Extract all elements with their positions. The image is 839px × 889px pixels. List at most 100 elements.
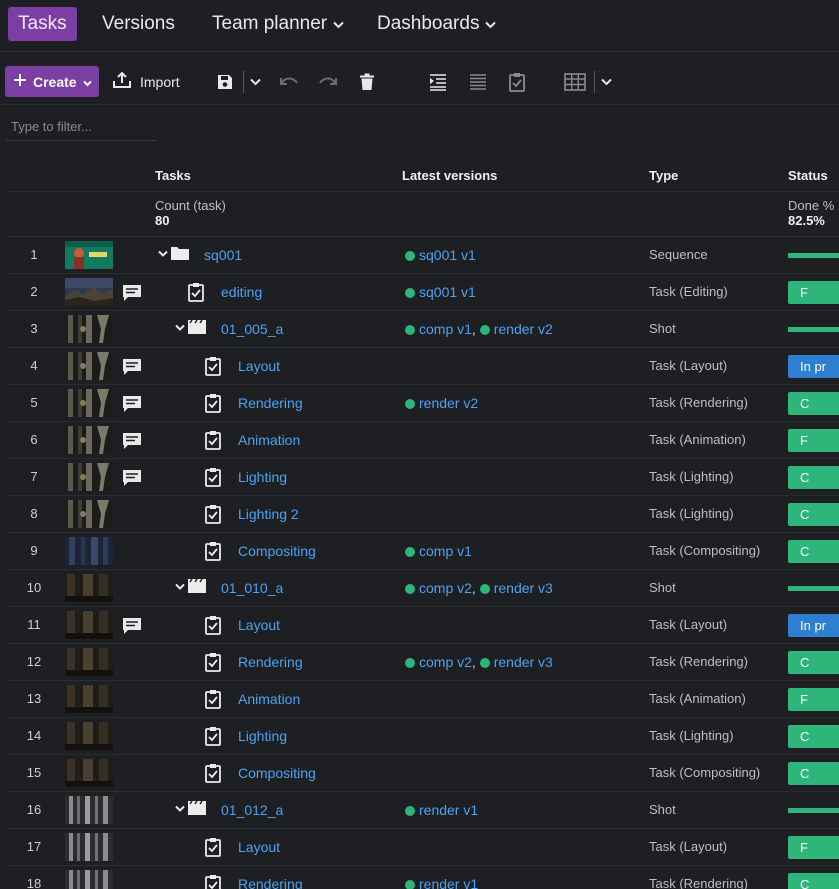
version-link[interactable]: comp v2 bbox=[419, 654, 472, 670]
status-badge[interactable]: In pr bbox=[788, 355, 839, 378]
trash-icon[interactable] bbox=[356, 71, 378, 93]
thumbnail-image[interactable] bbox=[65, 833, 113, 861]
entity-name-link[interactable]: Compositing bbox=[238, 543, 316, 559]
indent-icon[interactable] bbox=[427, 71, 449, 93]
entity-name-link[interactable]: 01_010_a bbox=[221, 580, 284, 596]
version-link[interactable]: render v3 bbox=[493, 580, 553, 596]
status-badge[interactable]: F bbox=[788, 429, 839, 452]
thumbnail-image[interactable] bbox=[65, 426, 113, 454]
entity-name-link[interactable]: Animation bbox=[238, 691, 301, 707]
thumbnail-image[interactable] bbox=[65, 500, 113, 528]
chevron-down-icon[interactable] bbox=[174, 580, 186, 592]
comment-icon[interactable] bbox=[122, 469, 142, 487]
filter-input[interactable] bbox=[6, 113, 156, 140]
status-badge[interactable]: C bbox=[788, 873, 839, 889]
version-link[interactable]: render v2 bbox=[493, 321, 553, 337]
thumbnail-image[interactable] bbox=[65, 574, 113, 602]
chevron-down-icon[interactable] bbox=[174, 802, 186, 814]
tab-dashboards[interactable]: Dashboards bbox=[367, 7, 506, 41]
comment-icon[interactable] bbox=[122, 617, 142, 635]
thumbnail-image[interactable] bbox=[65, 241, 113, 269]
entity-name-link[interactable]: Lighting bbox=[238, 469, 288, 485]
thumbnail-image[interactable] bbox=[65, 648, 113, 676]
entity-name-link[interactable]: Lighting 2 bbox=[238, 506, 299, 522]
tab-versions[interactable]: Versions bbox=[92, 7, 185, 41]
status-badge[interactable]: C bbox=[788, 392, 839, 415]
entity-name-link[interactable]: 01_005_a bbox=[221, 321, 284, 337]
create-button[interactable]: Create bbox=[5, 66, 99, 97]
grid-icon[interactable] bbox=[564, 71, 586, 93]
version-link[interactable]: render v1 bbox=[419, 802, 479, 818]
entity-name-link[interactable]: Layout bbox=[238, 358, 281, 374]
entity-name-link[interactable]: Compositing bbox=[238, 765, 316, 781]
comment-icon[interactable] bbox=[122, 395, 142, 413]
chevron-down-icon[interactable] bbox=[157, 247, 169, 259]
thumbnail-image[interactable] bbox=[65, 685, 113, 713]
entity-name-link[interactable]: Layout bbox=[238, 839, 281, 855]
thumbnail-image[interactable] bbox=[65, 278, 113, 306]
status-badge[interactable]: C bbox=[788, 762, 839, 785]
thumbnail-image[interactable] bbox=[65, 463, 113, 491]
column-header-versions[interactable]: Latest versions bbox=[402, 168, 498, 183]
entity-name-link[interactable]: Rendering bbox=[238, 876, 303, 889]
tab-tasks[interactable]: Tasks bbox=[8, 7, 77, 41]
clipboard-check-icon[interactable] bbox=[506, 71, 528, 93]
comment-icon[interactable] bbox=[122, 432, 142, 450]
tab-team-planner[interactable]: Team planner bbox=[202, 7, 354, 41]
status-badge[interactable]: C bbox=[788, 725, 839, 748]
entity-name-link[interactable]: Rendering bbox=[238, 654, 303, 670]
entity-name-link[interactable]: 01_012_a bbox=[221, 802, 284, 818]
status-badge[interactable]: C bbox=[788, 503, 839, 526]
version-link[interactable]: sq001 v1 bbox=[419, 247, 476, 263]
status-badge[interactable]: In pr bbox=[788, 614, 839, 637]
import-button[interactable]: Import bbox=[112, 66, 180, 97]
thumbnail-image[interactable] bbox=[65, 315, 113, 343]
thumbnail-image[interactable] bbox=[65, 352, 113, 380]
version-link[interactable]: sq001 v1 bbox=[419, 284, 476, 300]
save-icon[interactable] bbox=[214, 71, 236, 93]
thumbnail-image[interactable] bbox=[65, 611, 113, 639]
thumbnail-image[interactable] bbox=[65, 537, 113, 565]
version-link[interactable]: render v1 bbox=[419, 876, 479, 889]
version-link[interactable]: comp v2 bbox=[419, 580, 472, 596]
chevron-down-icon[interactable] bbox=[244, 71, 266, 93]
status-badge[interactable]: F bbox=[788, 281, 839, 304]
column-header-tasks[interactable]: Tasks bbox=[155, 168, 191, 183]
thumbnail-image[interactable] bbox=[65, 722, 113, 750]
entity-name-link[interactable]: sq001 bbox=[204, 247, 243, 263]
version-link[interactable]: comp v1 bbox=[419, 543, 472, 559]
thumbnail-image[interactable] bbox=[65, 389, 113, 417]
version-link[interactable]: comp v1 bbox=[419, 321, 472, 337]
status-badge[interactable]: C bbox=[788, 466, 839, 489]
status-badge[interactable]: F bbox=[788, 688, 839, 711]
version-link[interactable]: render v2 bbox=[419, 395, 479, 411]
thumbnail-image[interactable] bbox=[65, 796, 113, 824]
redo-icon[interactable] bbox=[317, 71, 339, 93]
chevron-down-icon[interactable] bbox=[174, 321, 186, 333]
status-badge[interactable]: C bbox=[788, 540, 839, 563]
comment-icon[interactable] bbox=[122, 358, 142, 376]
version-link[interactable]: render v3 bbox=[493, 654, 553, 670]
column-header-type[interactable]: Type bbox=[649, 168, 679, 183]
column-header-status[interactable]: Status bbox=[788, 168, 828, 183]
entity-name-link[interactable]: Layout bbox=[238, 617, 281, 633]
comment-icon[interactable] bbox=[122, 284, 142, 302]
thumbnail-image[interactable] bbox=[65, 759, 113, 787]
entity-name-link[interactable]: Rendering bbox=[238, 395, 303, 411]
